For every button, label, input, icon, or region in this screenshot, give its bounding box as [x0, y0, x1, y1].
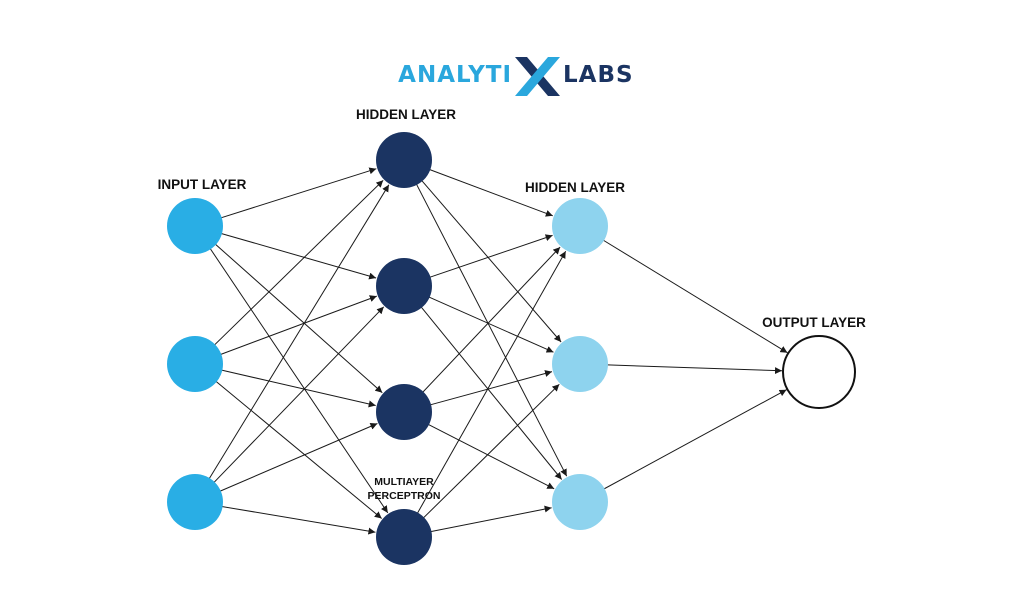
logo-text-right: LABS: [563, 62, 634, 88]
hidden1-node-4: [376, 509, 432, 565]
connection-input-0-to-hidden1-2: [212, 241, 383, 394]
connection-hidden1-2-to-hidden2-0: [420, 246, 561, 395]
multilayer-perceptron-label-line2: PERCEPTRON: [368, 490, 441, 502]
logo-x-mark-icon: [515, 57, 560, 96]
input-node-3: [167, 474, 223, 530]
connection-hidden1-3-to-hidden2-0: [415, 250, 567, 517]
hidden2-node-1: [552, 198, 608, 254]
hidden-layer-1-label: HIDDEN LAYER: [356, 107, 456, 122]
hidden-layer-2-label: HIDDEN LAYER: [525, 180, 625, 195]
output-node-1: [782, 335, 856, 409]
hidden2-node-2: [552, 336, 608, 392]
connection-input-1-to-hidden1-2: [218, 368, 376, 408]
connection-hidden2-2-to-output-0: [600, 389, 787, 491]
connection-hidden1-1-to-hidden2-2: [418, 304, 563, 480]
connection-hidden2-1-to-output-0: [603, 364, 783, 375]
connection-hidden1-1-to-hidden2-1: [425, 295, 554, 353]
multilayer-perceptron-label-line1: MULTIAYER: [374, 476, 434, 488]
connection-input-2-to-hidden1-0: [207, 184, 390, 482]
logo-text-left: ANALYTI: [398, 62, 512, 88]
connection-input-1-to-hidden1-0: [211, 179, 384, 348]
hidden1-node-2: [376, 258, 432, 314]
connection-hidden1-0-to-hidden2-2: [414, 181, 568, 477]
input-layer-label: INPUT LAYER: [158, 177, 247, 192]
nodes: [167, 132, 856, 565]
connection-input-0-to-hidden1-3: [207, 245, 389, 514]
connection-hidden1-3-to-hidden2-1: [420, 383, 560, 521]
input-node-2: [167, 336, 223, 392]
brand-logo: ANALYTI LABS: [398, 57, 633, 96]
connection-input-2-to-hidden1-3: [218, 505, 376, 535]
connection-input-0-to-hidden1-0: [217, 167, 377, 220]
connection-input-1-to-hidden1-1: [217, 295, 377, 357]
connection-hidden1-2-to-hidden2-2: [425, 422, 555, 490]
connection-input-2-to-hidden1-1: [211, 306, 385, 486]
input-node-1: [167, 198, 223, 254]
connection-hidden1-1-to-hidden2-0: [426, 234, 553, 279]
connection-hidden1-2-to-hidden2-1: [427, 370, 553, 407]
connection-hidden2-0-to-output-0: [600, 238, 788, 354]
connection-hidden1-0-to-hidden2-0: [426, 167, 553, 217]
connection-hidden1-0-to-hidden2-1: [419, 177, 562, 343]
hidden1-node-3: [376, 384, 432, 440]
hidden2-node-3: [552, 474, 608, 530]
hidden1-node-1: [376, 132, 432, 188]
connection-hidden1-3-to-hidden2-2: [427, 505, 552, 533]
output-layer-label: OUTPUT LAYER: [762, 315, 866, 330]
connection-input-1-to-hidden1-3: [213, 378, 383, 519]
connections: [207, 167, 788, 535]
connection-input-0-to-hidden1-1: [217, 232, 377, 280]
connection-input-2-to-hidden1-2: [216, 423, 378, 493]
